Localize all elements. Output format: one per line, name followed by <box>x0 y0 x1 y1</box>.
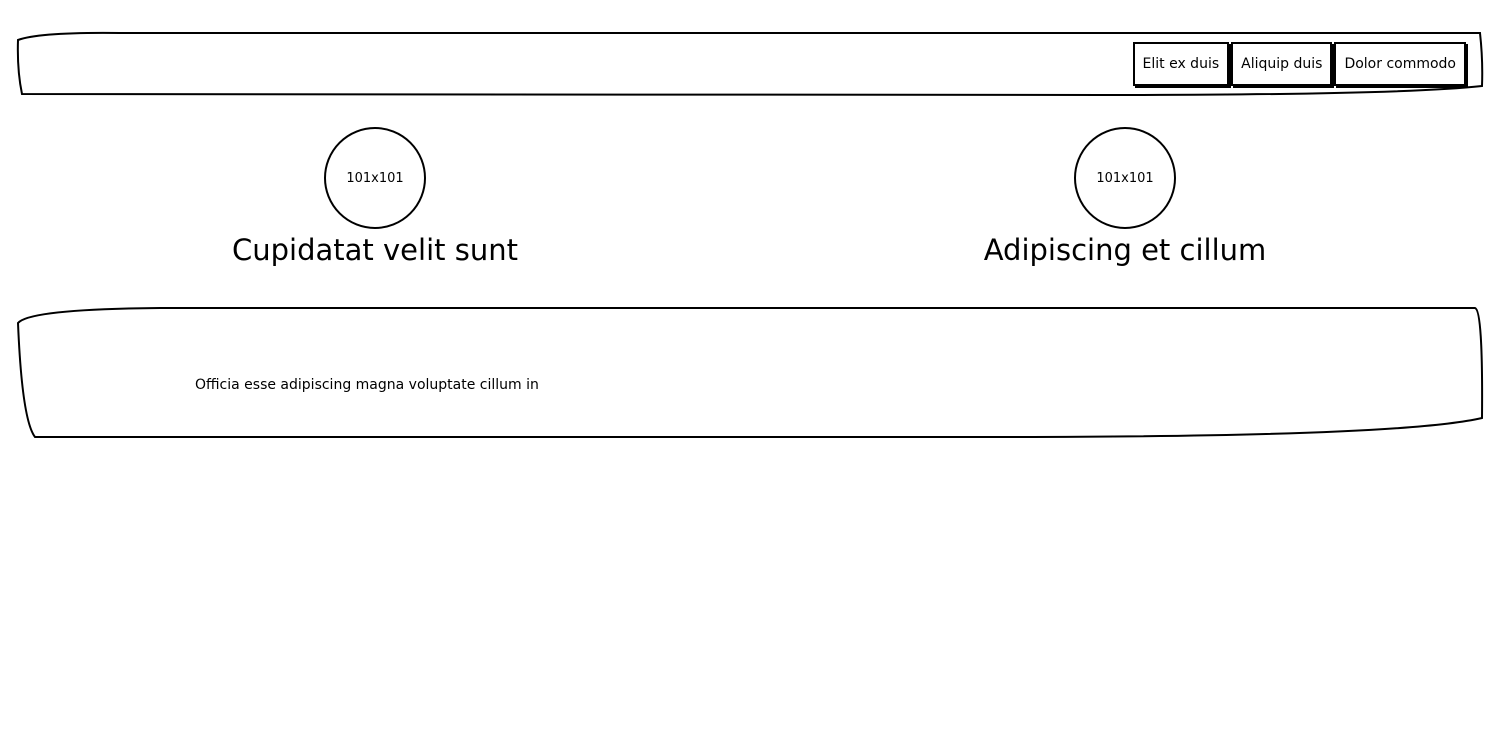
feature-cupidatat: 101x101 Cupidatat velit sunt <box>175 127 575 269</box>
feature-title: Cupidatat velit sunt <box>232 233 518 267</box>
nav-button-dolor-commodo[interactable]: Dolor commodo <box>1334 42 1466 86</box>
image-placeholder: 101x101 <box>1074 127 1176 229</box>
nav-button-aliquip-duis[interactable]: Aliquip duis <box>1231 42 1333 86</box>
image-placeholder-label: 101x101 <box>1096 170 1154 186</box>
feature-adipiscing: 101x101 Adipiscing et cillum <box>925 127 1325 269</box>
nav-button-elit-ex-duis[interactable]: Elit ex duis <box>1132 42 1230 86</box>
feature-title: Adipiscing et cillum <box>983 233 1267 267</box>
nav-button-group: Elit ex duis Aliquip duis Dolor commodo <box>1132 42 1466 86</box>
image-placeholder-label: 101x101 <box>346 170 404 186</box>
image-placeholder: 101x101 <box>324 127 426 229</box>
content-text: Officia esse adipiscing magna voluptate … <box>195 377 539 393</box>
content-panel-outline <box>16 307 1484 438</box>
